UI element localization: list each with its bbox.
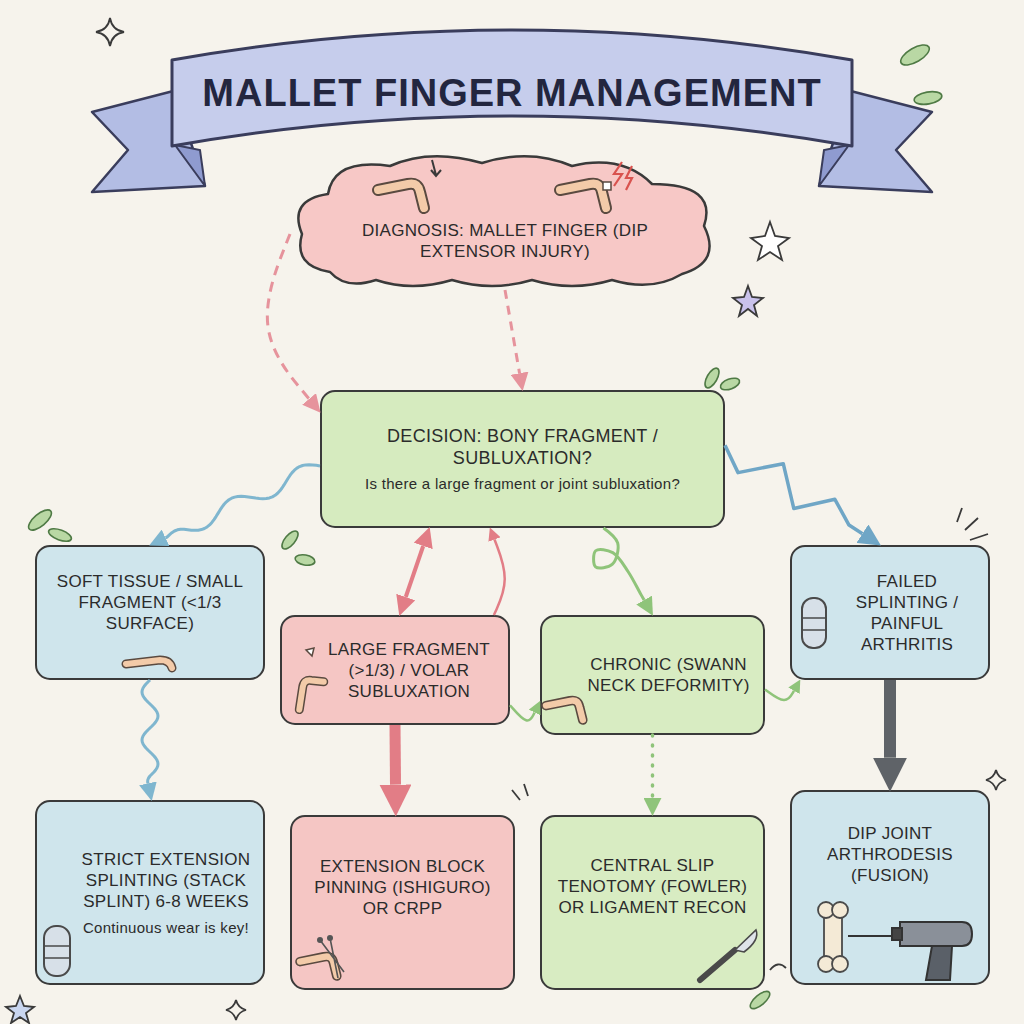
node-content: DIP JOINT ARTHRODESIS (FUSION) bbox=[792, 792, 988, 983]
condition-box: CHRONIC (SWANN NECK DEFORMITY) bbox=[540, 615, 765, 735]
ribbon-fold bbox=[175, 145, 205, 186]
leaf bbox=[898, 41, 933, 69]
scribble-lines bbox=[512, 784, 528, 800]
node-content: STRICT EXTENSION SPLINTING (STACK SPLINT… bbox=[37, 802, 263, 983]
sparkle bbox=[751, 222, 789, 260]
leaf bbox=[279, 528, 301, 551]
sparkle bbox=[6, 996, 34, 1023]
node-heading: FAILED SPLINTING / PAINFUL ARTHRITIS bbox=[834, 571, 980, 655]
ribbon-tail bbox=[819, 88, 932, 192]
node-heading: STRICT EXTENSION SPLINTING (STACK SPLINT… bbox=[77, 849, 255, 912]
scribble-lines bbox=[770, 964, 786, 970]
flow-arrow bbox=[142, 680, 158, 783]
node-content: CHRONIC (SWANN NECK DEFORMITY) bbox=[542, 617, 763, 733]
title-text: MALLET FINGER MANAGEMENT bbox=[150, 62, 874, 124]
sparkle bbox=[226, 1000, 246, 1020]
flow-arrow bbox=[765, 689, 794, 700]
ribbon-fold bbox=[819, 145, 849, 186]
flow-arrow bbox=[510, 705, 535, 720]
ribbon-tail bbox=[92, 88, 205, 192]
leaf bbox=[719, 376, 741, 392]
node-heading: CENTRAL SLIP TENOTOMY (FOWLER) OR LIGAME… bbox=[552, 855, 753, 918]
leaf bbox=[748, 988, 773, 1011]
node-heading: DIAGNOSIS: MALLET FINGER (DIP EXTENSOR I… bbox=[330, 220, 680, 262]
node-content: SOFT TISSUE / SMALL FRAGMENT (<1/3 SURFA… bbox=[37, 547, 263, 678]
leaf bbox=[702, 366, 722, 390]
flow-arrow bbox=[725, 445, 862, 533]
leaf bbox=[47, 526, 73, 544]
treatment-box: DIP JOINT ARTHRODESIS (FUSION) bbox=[790, 790, 990, 985]
sparkle-decoration bbox=[6, 18, 1006, 1023]
flow-arrow bbox=[494, 540, 505, 615]
node-heading: EXTENSION BLOCK PINNING (ISHIGURO) OR CR… bbox=[302, 856, 503, 919]
flow-arrow bbox=[166, 465, 320, 538]
node-note: Continuous wear is key! bbox=[83, 919, 249, 936]
leaf bbox=[294, 553, 315, 566]
scribble-lines bbox=[957, 508, 988, 540]
condition-box: LARGE FRAGMENT (>1/3) / VOLAR SUBLUXATIO… bbox=[280, 615, 510, 725]
condition-box: SOFT TISSUE / SMALL FRAGMENT (<1/3 SURFA… bbox=[35, 545, 265, 680]
leaf bbox=[913, 90, 943, 107]
sparkle bbox=[733, 286, 763, 316]
node-content: DIAGNOSIS: MALLET FINGER (DIP EXTENSOR I… bbox=[290, 150, 720, 290]
start-cloud: DIAGNOSIS: MALLET FINGER (DIP EXTENSOR I… bbox=[290, 150, 720, 290]
flow-arrow bbox=[390, 725, 401, 785]
flow-arrow bbox=[884, 680, 896, 758]
flow-arrow bbox=[505, 290, 520, 373]
node-heading: CHRONIC (SWANN NECK DEFORMITY) bbox=[582, 654, 755, 696]
treatment-box: EXTENSION BLOCK PINNING (ISHIGURO) OR CR… bbox=[290, 815, 515, 990]
treatment-box: CENTRAL SLIP TENOTOMY (FOWLER) OR LIGAME… bbox=[540, 815, 765, 990]
flow-arrow bbox=[651, 735, 655, 798]
node-content: DECISION: BONY FRAGMENT / SUBLUXATION? Is… bbox=[322, 392, 723, 526]
node-content: LARGE FRAGMENT (>1/3) / VOLAR SUBLUXATIO… bbox=[282, 617, 508, 723]
flow-arrow bbox=[594, 528, 645, 600]
sparkle bbox=[96, 18, 124, 46]
leaf bbox=[25, 506, 54, 533]
treatment-box: STRICT EXTENSION SPLINTING (STACK SPLINT… bbox=[35, 800, 265, 985]
node-note: Is there a large fragment or joint sublu… bbox=[365, 475, 680, 493]
cloud-outline bbox=[290, 150, 720, 290]
cloud-shape bbox=[298, 156, 709, 286]
flow-arrow bbox=[406, 546, 423, 597]
node-heading: SOFT TISSUE / SMALL FRAGMENT (<1/3 SURFA… bbox=[47, 571, 253, 634]
node-content: EXTENSION BLOCK PINNING (ISHIGURO) OR CR… bbox=[292, 817, 513, 988]
sparkle bbox=[986, 770, 1006, 790]
decision-box: DECISION: BONY FRAGMENT / SUBLUXATION? Is… bbox=[320, 390, 725, 528]
node-content: FAILED SPLINTING / PAINFUL ARTHRITIS bbox=[792, 547, 988, 678]
node-heading: LARGE FRAGMENT (>1/3) / VOLAR SUBLUXATIO… bbox=[318, 639, 500, 702]
node-heading: DECISION: BONY FRAGMENT / SUBLUXATION? bbox=[338, 425, 707, 469]
node-content: CENTRAL SLIP TENOTOMY (FOWLER) OR LIGAME… bbox=[542, 817, 763, 988]
node-heading: DIP JOINT ARTHRODESIS (FUSION) bbox=[802, 823, 978, 886]
condition-box: FAILED SPLINTING / PAINFUL ARTHRITIS bbox=[790, 545, 990, 680]
